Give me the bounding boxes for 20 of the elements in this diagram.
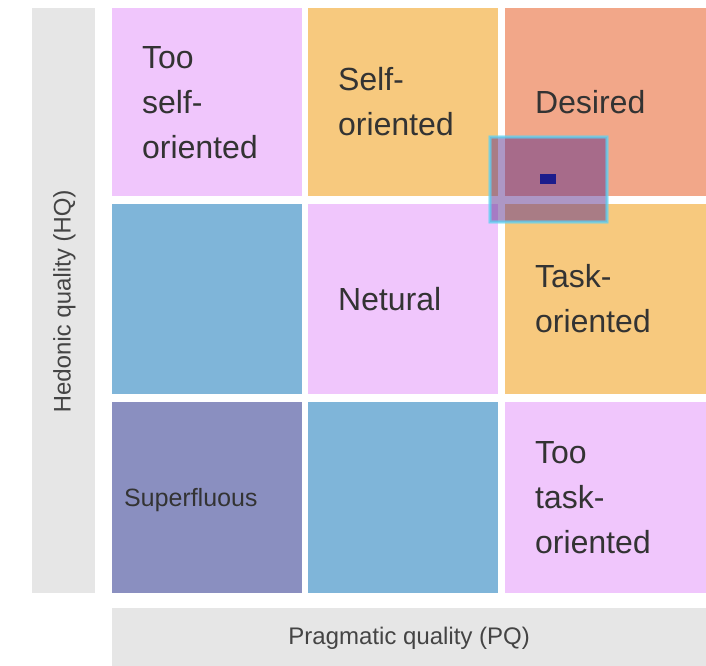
quadrant-cell	[505, 402, 706, 593]
quadrant-label: Superfluous	[124, 482, 258, 514]
axis-band	[112, 608, 706, 666]
axis-label: Hedonic quality (HQ)	[48, 189, 78, 412]
quadrant-cell	[505, 8, 706, 196]
quadrant-cell	[505, 204, 706, 394]
quadrant-cell	[112, 8, 302, 196]
quadrant-label: Desired	[535, 82, 646, 122]
quadrant-cell	[112, 402, 302, 593]
quadrant-cell	[308, 402, 498, 593]
quadrant-label: Too task-oriented	[535, 433, 652, 562]
quadrant-cell	[308, 204, 498, 394]
quadrant-label: Self-oriented	[338, 60, 455, 144]
quadrant-label: Too self-oriented	[142, 38, 259, 166]
axis-band	[32, 8, 95, 593]
quadrant-label: Netural	[338, 280, 442, 318]
quadrant-cell	[308, 8, 498, 196]
quadrant-label: Task-oriented	[535, 257, 652, 341]
quadrant-cell	[112, 204, 302, 394]
axis-label: Pragmatic quality (PQ)	[288, 622, 530, 652]
